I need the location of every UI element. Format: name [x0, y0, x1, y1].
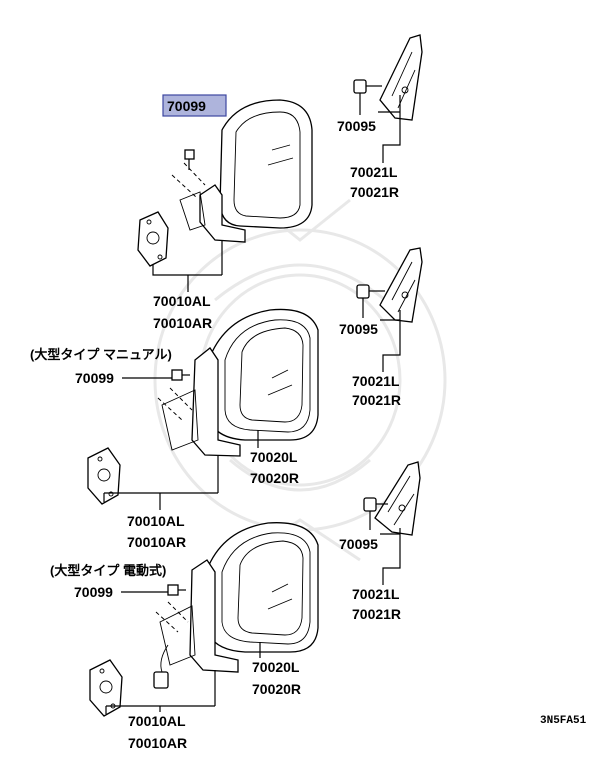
- bottom-base-label-2: 70010AR: [128, 735, 187, 751]
- top-bracket-bolt-label: 70095: [337, 118, 376, 134]
- bottom-mirror-label-2: 70020R: [252, 681, 301, 697]
- middle-mirror-label-2: 70020R: [250, 470, 299, 486]
- middle-mirror-group: (大型タイプ マニュアル) 70099 70010AL 70010AR: [30, 247, 423, 550]
- top-mirror-group: 70099 70010AL 70010AR: [137, 34, 423, 331]
- bottom-base-plate: [89, 659, 123, 717]
- bottom-variant-label: (大型タイプ 電動式): [50, 563, 166, 578]
- middle-bracket-label-1: 70021L: [352, 373, 400, 389]
- middle-mirror-label-1: 70020L: [250, 449, 298, 465]
- top-mirror-head: [219, 99, 313, 229]
- drawing-code: 3N5FA51: [540, 715, 587, 727]
- top-base-label-1: 70010AL: [153, 293, 211, 309]
- middle-variant-label: (大型タイプ マニュアル): [30, 347, 172, 362]
- top-bolt-label[interactable]: 70099: [167, 98, 206, 114]
- bottom-bolt-label[interactable]: 70099: [74, 584, 113, 600]
- bottom-mirror-label-1: 70020L: [252, 659, 300, 675]
- top-bracket-label-2: 70021R: [350, 184, 399, 200]
- bolt-icon: [171, 369, 190, 381]
- bolt-icon: [167, 584, 186, 596]
- middle-bracket-bolt-label: 70095: [339, 321, 378, 337]
- top-base-label-2: 70010AR: [153, 315, 212, 331]
- middle-base-label-1: 70010AL: [127, 513, 185, 529]
- bottom-bracket-label-1: 70021L: [352, 586, 400, 602]
- top-base-plate: [137, 211, 169, 267]
- bottom-bracket-bolt-label: 70095: [339, 536, 378, 552]
- highlight-box[interactable]: [162, 94, 227, 117]
- top-bracket-label-1: 70021L: [350, 164, 398, 180]
- bottom-mirror-head: [204, 522, 319, 653]
- bottom-base-label-1: 70010AL: [128, 713, 186, 729]
- middle-mirror-head: [206, 308, 319, 441]
- middle-base-plate: [87, 447, 121, 505]
- bolt-icon: [184, 149, 195, 170]
- bottom-mirror-group: (大型タイプ 電動式) 70099 7001: [50, 461, 421, 751]
- top-bracket: [379, 34, 423, 121]
- wire-connector: [153, 644, 169, 689]
- middle-base-label-2: 70010AR: [127, 534, 186, 550]
- nut-icon: [353, 79, 382, 94]
- bottom-bracket-label-2: 70021R: [352, 606, 401, 622]
- nut-icon: [363, 497, 388, 512]
- middle-bracket-label-2: 70021R: [352, 392, 401, 408]
- bottom-bracket: [374, 461, 421, 536]
- middle-bolt-label[interactable]: 70099: [75, 370, 114, 386]
- nut-icon: [356, 284, 385, 299]
